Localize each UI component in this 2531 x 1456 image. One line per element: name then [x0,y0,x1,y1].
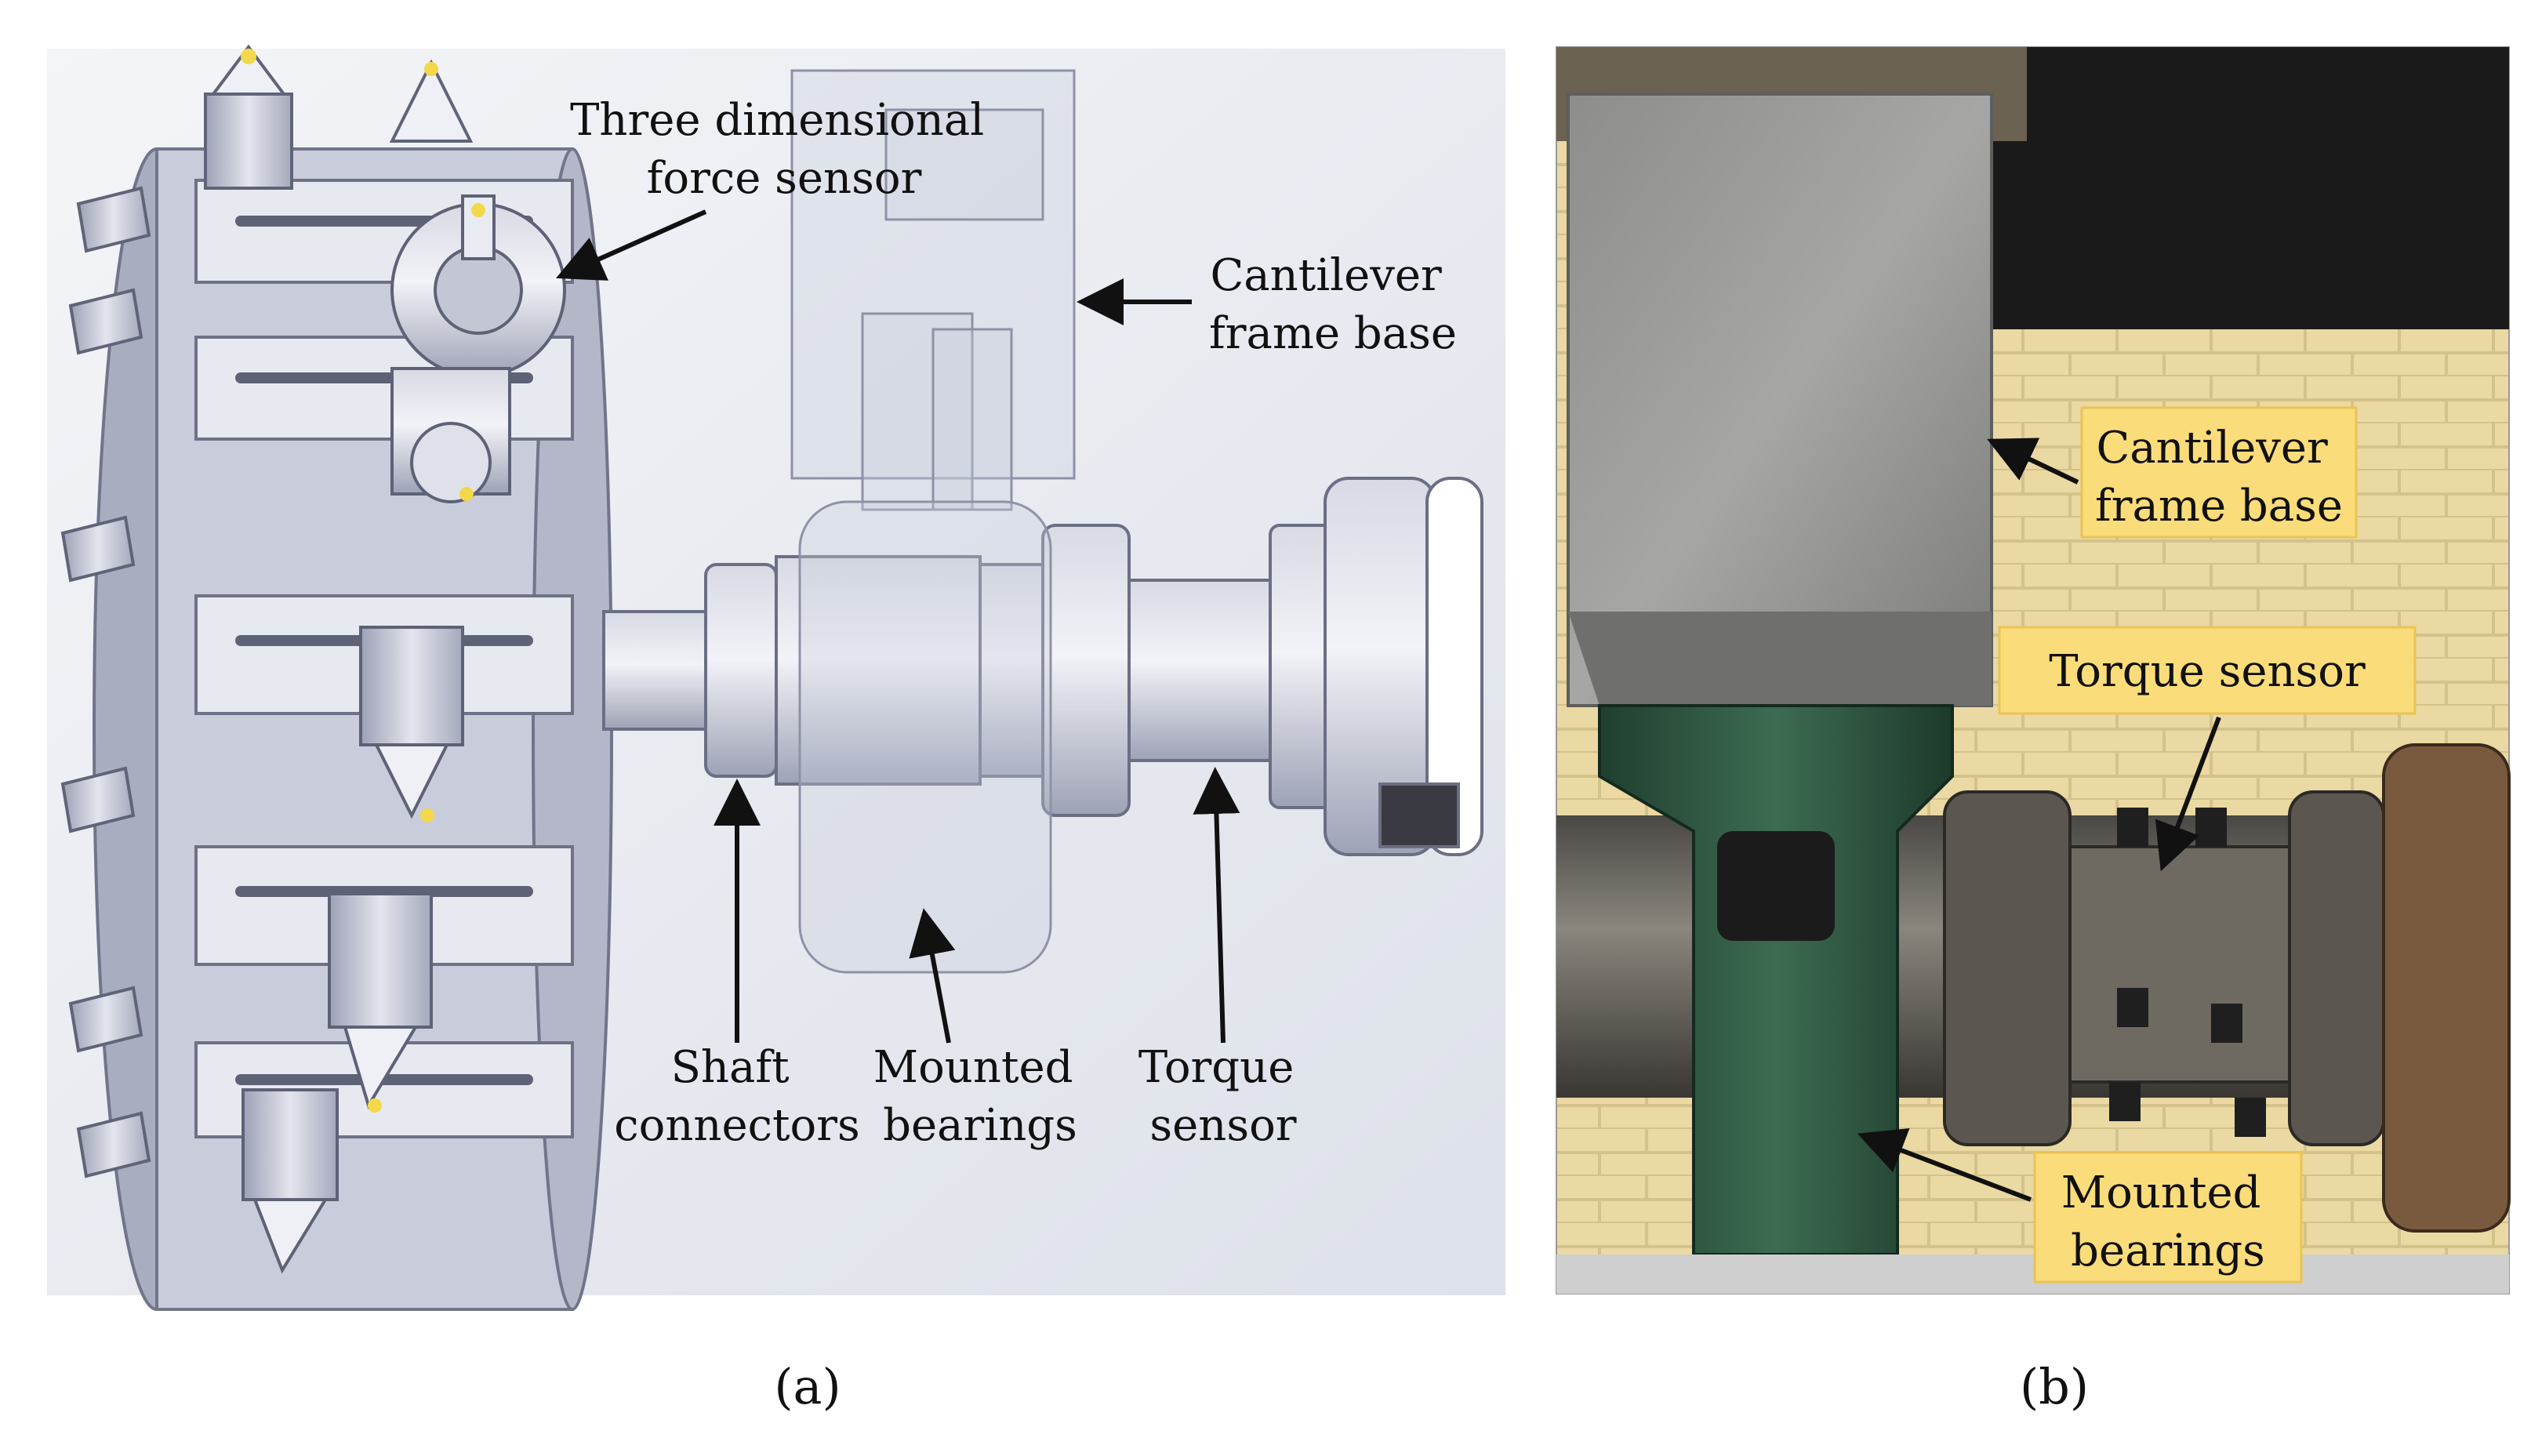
callout-shaft-connectors: Shaft connectors [614,779,860,1151]
svg-text:Cantilever frame base: Cantilever frame base [1209,250,1457,359]
label-mounted-bearings-b: Mounted bearings [1857,1128,2303,1284]
cutting-drum [60,44,613,1311]
force-sensor-model [390,194,566,378]
caption-a: (a) [774,1358,841,1415]
steel-block [1567,93,1993,707]
callout-force-sensor: Three dimensional force sensor [556,95,998,281]
svg-text:Three dimensional forc: Three dimensional force sensor [570,95,998,204]
callout-torque-sensor-a: Torque sensor [1138,767,1308,1151]
panel-a: Three dimensional force sensor Cantileve… [47,44,1505,1415]
shaft-assembly [602,477,1483,856]
svg-text:Shaft connectors: Shaft connectors [614,1042,859,1151]
label-torque-sensor-b: Torque sensor [1998,626,2417,872]
panel-b: Cantilever frame base Torque sensor Moun… [1556,46,2511,1415]
svg-text:Cantilever frame base: Cantilever frame base [2095,423,2343,532]
caption-b: (b) [2020,1358,2089,1415]
svg-text:Torque sensor: Torque sensor [1138,1042,1308,1151]
callout-cantilever-a: Cantilever frame base [1077,250,1457,359]
translucent-frame-base [790,69,1076,974]
label-cantilever-b: Cantilever frame base [1987,406,2358,539]
svg-text:Mounted bearings: Mounted bearings [873,1042,1088,1151]
svg-text:Torque sensor: Torque sensor [2049,646,2366,697]
svg-text:Mounted bearings: Mounted bearings [2061,1167,2275,1276]
callout-mounted-bearings-a: Mounted bearings [873,908,1088,1151]
